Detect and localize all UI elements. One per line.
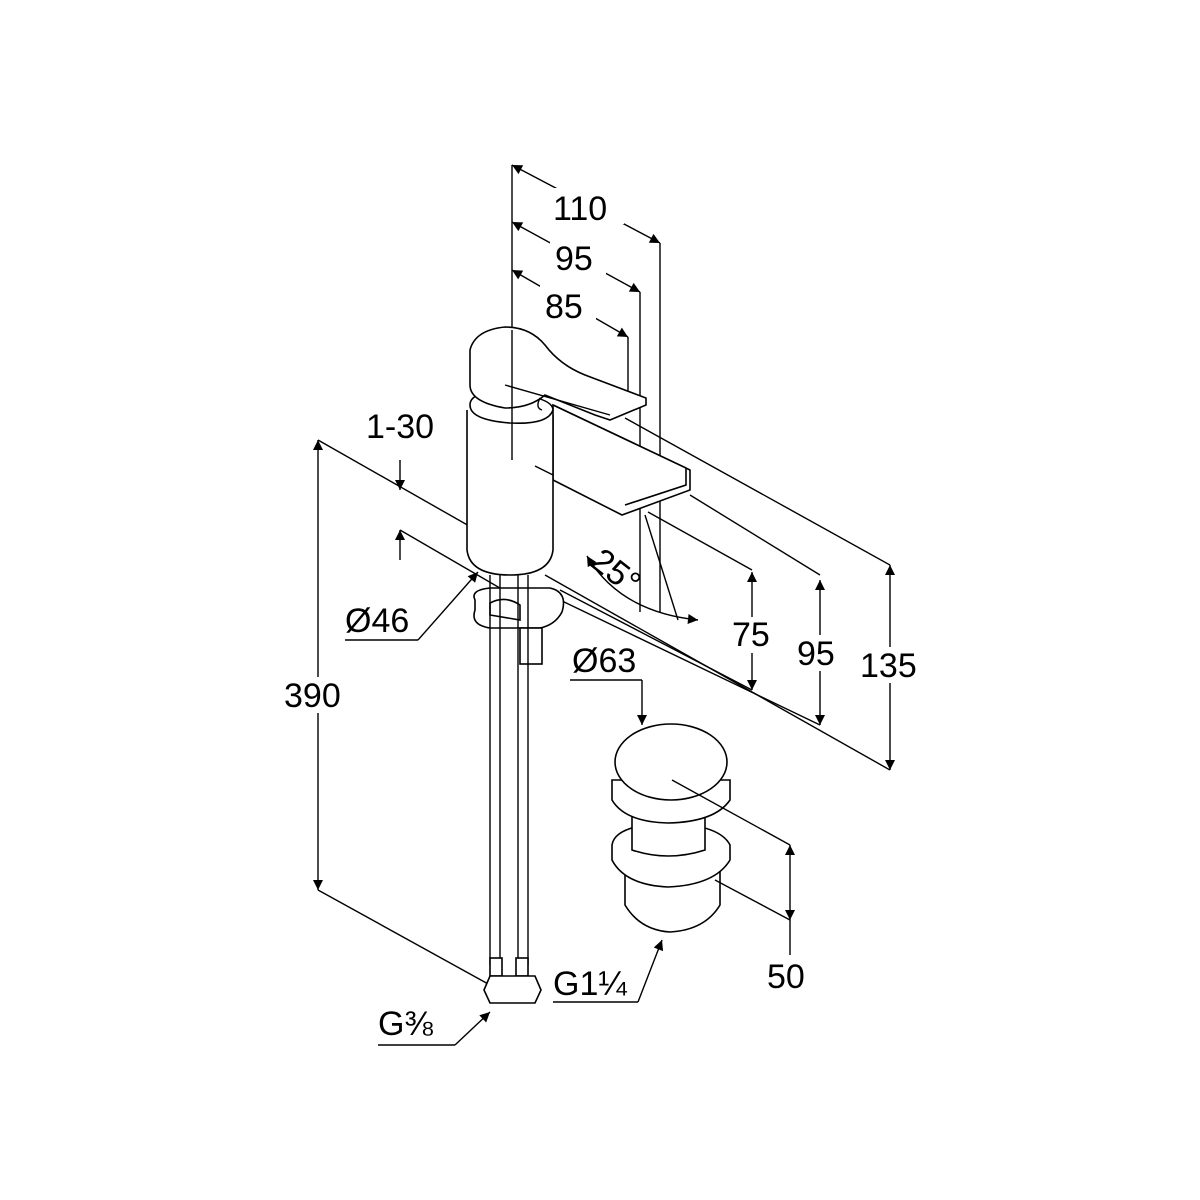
dim-110: 110: [553, 190, 607, 228]
faucet-body: [466, 326, 691, 576]
dim-50: 50: [767, 958, 805, 996]
angle-dimension: [586, 514, 699, 624]
dim-75: 75: [732, 616, 770, 654]
dim-95-right: 95: [797, 635, 835, 673]
waste-valve: [611, 723, 795, 955]
dim-85: 85: [545, 288, 583, 326]
mounting-hoses: [473, 575, 565, 1004]
dim-d46: Ø46: [345, 602, 409, 640]
dim-135: 135: [860, 647, 917, 685]
dim-g38: G⅜: [378, 1005, 433, 1043]
dim-g114: G1¼: [553, 965, 627, 1003]
dim-390: 390: [284, 677, 341, 715]
dim-95-top: 95: [555, 240, 593, 278]
dim-angle: 25°: [584, 541, 648, 603]
dim-d63: Ø63: [572, 642, 636, 680]
dim-1-30: 1-30: [366, 408, 434, 446]
